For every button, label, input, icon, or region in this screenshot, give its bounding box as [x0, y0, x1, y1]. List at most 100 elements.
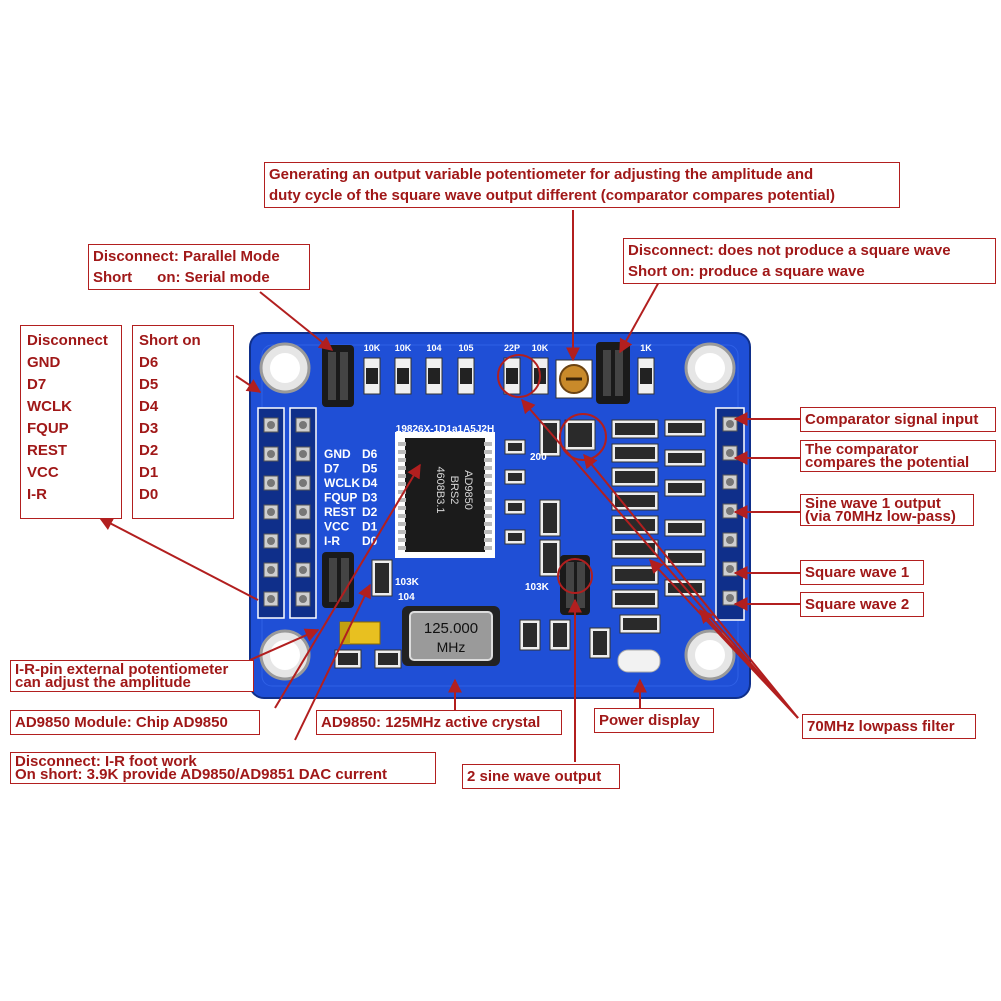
- potentiometer-label-line-1: Generating an output variable potentiome…: [269, 166, 814, 183]
- smd-component: [504, 469, 526, 485]
- smd-component: [637, 357, 655, 395]
- comparator-compares-label: The comparator compares the potential: [800, 440, 996, 472]
- silk-pin-label: I-R: [324, 534, 340, 548]
- crystal-oscillator: 125.000 MHz: [402, 606, 500, 666]
- header-pin: [263, 533, 279, 549]
- smd-component: [619, 614, 661, 634]
- smd-component: [539, 539, 561, 577]
- annotation-arrows: [98, 210, 800, 762]
- module-label: AD9850 Module: Chip AD9850: [10, 710, 260, 735]
- sine2-label: 2 sine wave output: [462, 764, 620, 789]
- smd-component: [425, 357, 443, 395]
- pin-label: D5: [139, 376, 159, 393]
- pin-label: D1: [139, 464, 159, 481]
- power-display-label: Power display: [594, 708, 714, 733]
- silk-text: 103K: [395, 577, 420, 588]
- component-value-label: 104: [426, 343, 441, 353]
- sine1-label-line-2: (via 70MHz low-pass): [805, 508, 956, 525]
- smd-component: [611, 589, 659, 609]
- pin-label: I-R: [27, 486, 47, 503]
- right-header-pins: [722, 416, 738, 606]
- silk-pin-label: D4: [362, 476, 378, 490]
- header-pin: [722, 532, 738, 548]
- pin-label: GND: [27, 354, 61, 371]
- square2-label: Square wave 2: [800, 592, 924, 617]
- silk-pin-label: FQUP: [324, 491, 357, 505]
- header-pin: [722, 416, 738, 432]
- silk-pin-label: D2: [362, 505, 378, 519]
- smd-component: [334, 649, 362, 669]
- comparator-input-label: Comparator signal input: [800, 407, 996, 432]
- smd-component: [611, 515, 659, 535]
- pin-label: D2: [139, 442, 159, 459]
- pin-label: D0: [139, 486, 159, 503]
- smd-component: [664, 549, 706, 567]
- potentiometer-label-line-2: duty cycle of the square wave output dif…: [269, 187, 835, 204]
- sine1-label-line-1: Sine wave 1 output: [805, 495, 941, 512]
- component-value-label: 22P: [504, 343, 520, 353]
- header-pin: [295, 417, 311, 433]
- smd-component: [503, 357, 521, 395]
- smd-component: [363, 357, 381, 395]
- square-wave-jumper-label: Disconnect: does not produce a square wa…: [623, 238, 996, 284]
- smd-component: [611, 443, 659, 463]
- square1-label: Square wave 1: [800, 560, 924, 585]
- smd-component: [611, 467, 659, 487]
- silk-pin-label: D6: [362, 447, 378, 461]
- mounting-hole: [259, 629, 311, 681]
- comparator-compares-line-2: compares the potential: [805, 454, 970, 471]
- silk-pin-label: D0: [362, 534, 378, 548]
- ir-foot-label: Disconnect: I-R foot work On short: 3.9K…: [10, 752, 436, 784]
- silk-text: 104: [398, 592, 415, 603]
- lowpass-label: 70MHz lowpass filter: [802, 714, 976, 739]
- component-value-label: 10K: [532, 343, 549, 353]
- pin-table-short-header: Short on: [139, 332, 201, 349]
- header-pin: [295, 591, 311, 607]
- svg-text:125.000: 125.000: [424, 620, 478, 637]
- svg-text:MHz: MHz: [437, 639, 466, 655]
- silk-pin-label: D7: [324, 462, 340, 476]
- smd-component: [374, 649, 402, 669]
- header-pin: [295, 504, 311, 520]
- silk-pin-label: REST: [324, 505, 357, 519]
- silk-pin-label: VCC: [324, 520, 350, 534]
- header-pin: [722, 590, 738, 606]
- silk-text: 200: [530, 452, 547, 463]
- square-wave-jumper-label-line-2: Short on: produce a square wave: [628, 263, 865, 280]
- smd-component: [394, 357, 412, 395]
- smd-component: [589, 627, 611, 659]
- pin-table-disconnect-header: Disconnect: [27, 332, 108, 349]
- header-pin: [295, 446, 311, 462]
- module-label-text: AD9850 Module: Chip AD9850: [15, 714, 228, 731]
- svg-text:AD9850: AD9850: [462, 470, 474, 510]
- header-pin: [295, 533, 311, 549]
- crystal-label-text: AD9850: 125MHz active crystal: [321, 714, 541, 731]
- lowpass-label-text: 70MHz lowpass filter: [807, 718, 955, 735]
- silk-pin-label: WCLK: [324, 476, 360, 490]
- ir-foot-label-line-1: Disconnect: I-R foot work: [15, 753, 197, 770]
- header-pins: [263, 417, 311, 607]
- capacitor-highlight: [497, 354, 541, 398]
- svg-text:4608B3.1: 4608B3.1: [434, 466, 446, 513]
- header-pin: [263, 417, 279, 433]
- component-value-label: 105: [458, 343, 473, 353]
- trimmer-potentiometer: [555, 359, 593, 399]
- chip-serial-silk: 19826X-1D1a1A5J2H: [396, 424, 494, 435]
- mode-jumper: [322, 345, 354, 407]
- ir-jumper: [322, 552, 354, 608]
- pin-label: D7: [27, 376, 47, 393]
- square1-label-text: Square wave 1: [805, 564, 910, 581]
- smd-component: [664, 419, 706, 437]
- header-pin: [722, 561, 738, 577]
- pin-label: WCLK: [27, 398, 72, 415]
- smd-component: [504, 499, 526, 515]
- smd-component: [664, 449, 706, 467]
- pin-label: D3: [139, 420, 159, 437]
- silk-text: 103K: [525, 582, 550, 593]
- ir-pot-label: I-R-pin external potentiometer can adjus…: [10, 660, 254, 692]
- ir-foot-label-line-2: On short: 3.9K provide AD9850/AD9851 DAC…: [15, 766, 388, 783]
- smd-component: [664, 479, 706, 497]
